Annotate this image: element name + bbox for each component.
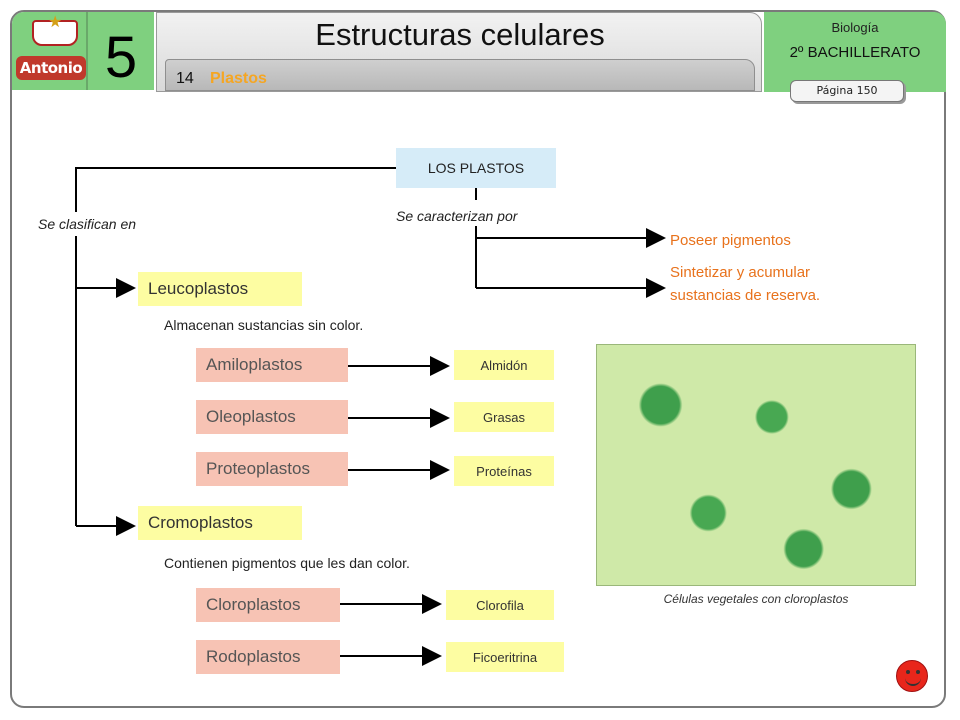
page-title: Estructuras celulares [315,17,605,52]
unit-number: 5 [104,25,138,90]
subtype-box: Amiloplastos [196,348,348,382]
section-bar: 14 Plastos [165,59,755,91]
leucoplastos-box: Leucoplastos [138,272,302,306]
classify-label: Se clasifican en [38,216,137,232]
product-box: Grasas [454,402,554,432]
root-box: LOS PLASTOS [396,148,556,188]
subtype-box: Rodoplastos [196,640,340,674]
book-icon [32,20,78,46]
product-box: Ficoeritrina [446,642,564,672]
subject-label: Biología [831,20,879,35]
logo-text: Antonio [16,56,86,80]
section-number: 14 [176,70,194,87]
publisher-logo: ★ Antonio [12,12,88,90]
unit-box: 5 [88,12,154,90]
product-box: Almidón [454,350,554,380]
page-number-tag: Página 150 [790,80,904,102]
subtype-box: Oleoplastos [196,400,348,434]
photo-caption: Células vegetales con cloroplastos [663,592,849,606]
characteristic-item: Poseer pigmentos [670,232,791,249]
characteristic-item: Sintetizar y acumular [670,264,811,281]
cromoplastos-description: Contienen pigmentos que les dan color. [164,555,410,571]
level-label: 2º BACHILLERATO [789,44,921,61]
product-box: Proteínas [454,456,554,486]
title-box: Estructuras celulares 14 Plastos [156,12,762,92]
section-name: Plastos [210,70,267,87]
characterize-label: Se caracterizan por [396,208,518,224]
subtype-box: Proteoplastos [196,452,348,486]
cromoplastos-box: Cromoplastos [138,506,302,540]
star-icon: ★ [48,14,63,31]
smiley-icon[interactable] [896,660,928,692]
course-box: Biología 2º BACHILLERATO [764,12,946,92]
subtype-box: Cloroplastos [196,588,340,622]
leucoplastos-description: Almacenan sustancias sin color. [164,317,364,333]
characteristic-item: sustancias de reserva. [670,287,821,304]
plant-cells-photo [596,344,916,586]
product-box: Clorofila [446,590,554,620]
